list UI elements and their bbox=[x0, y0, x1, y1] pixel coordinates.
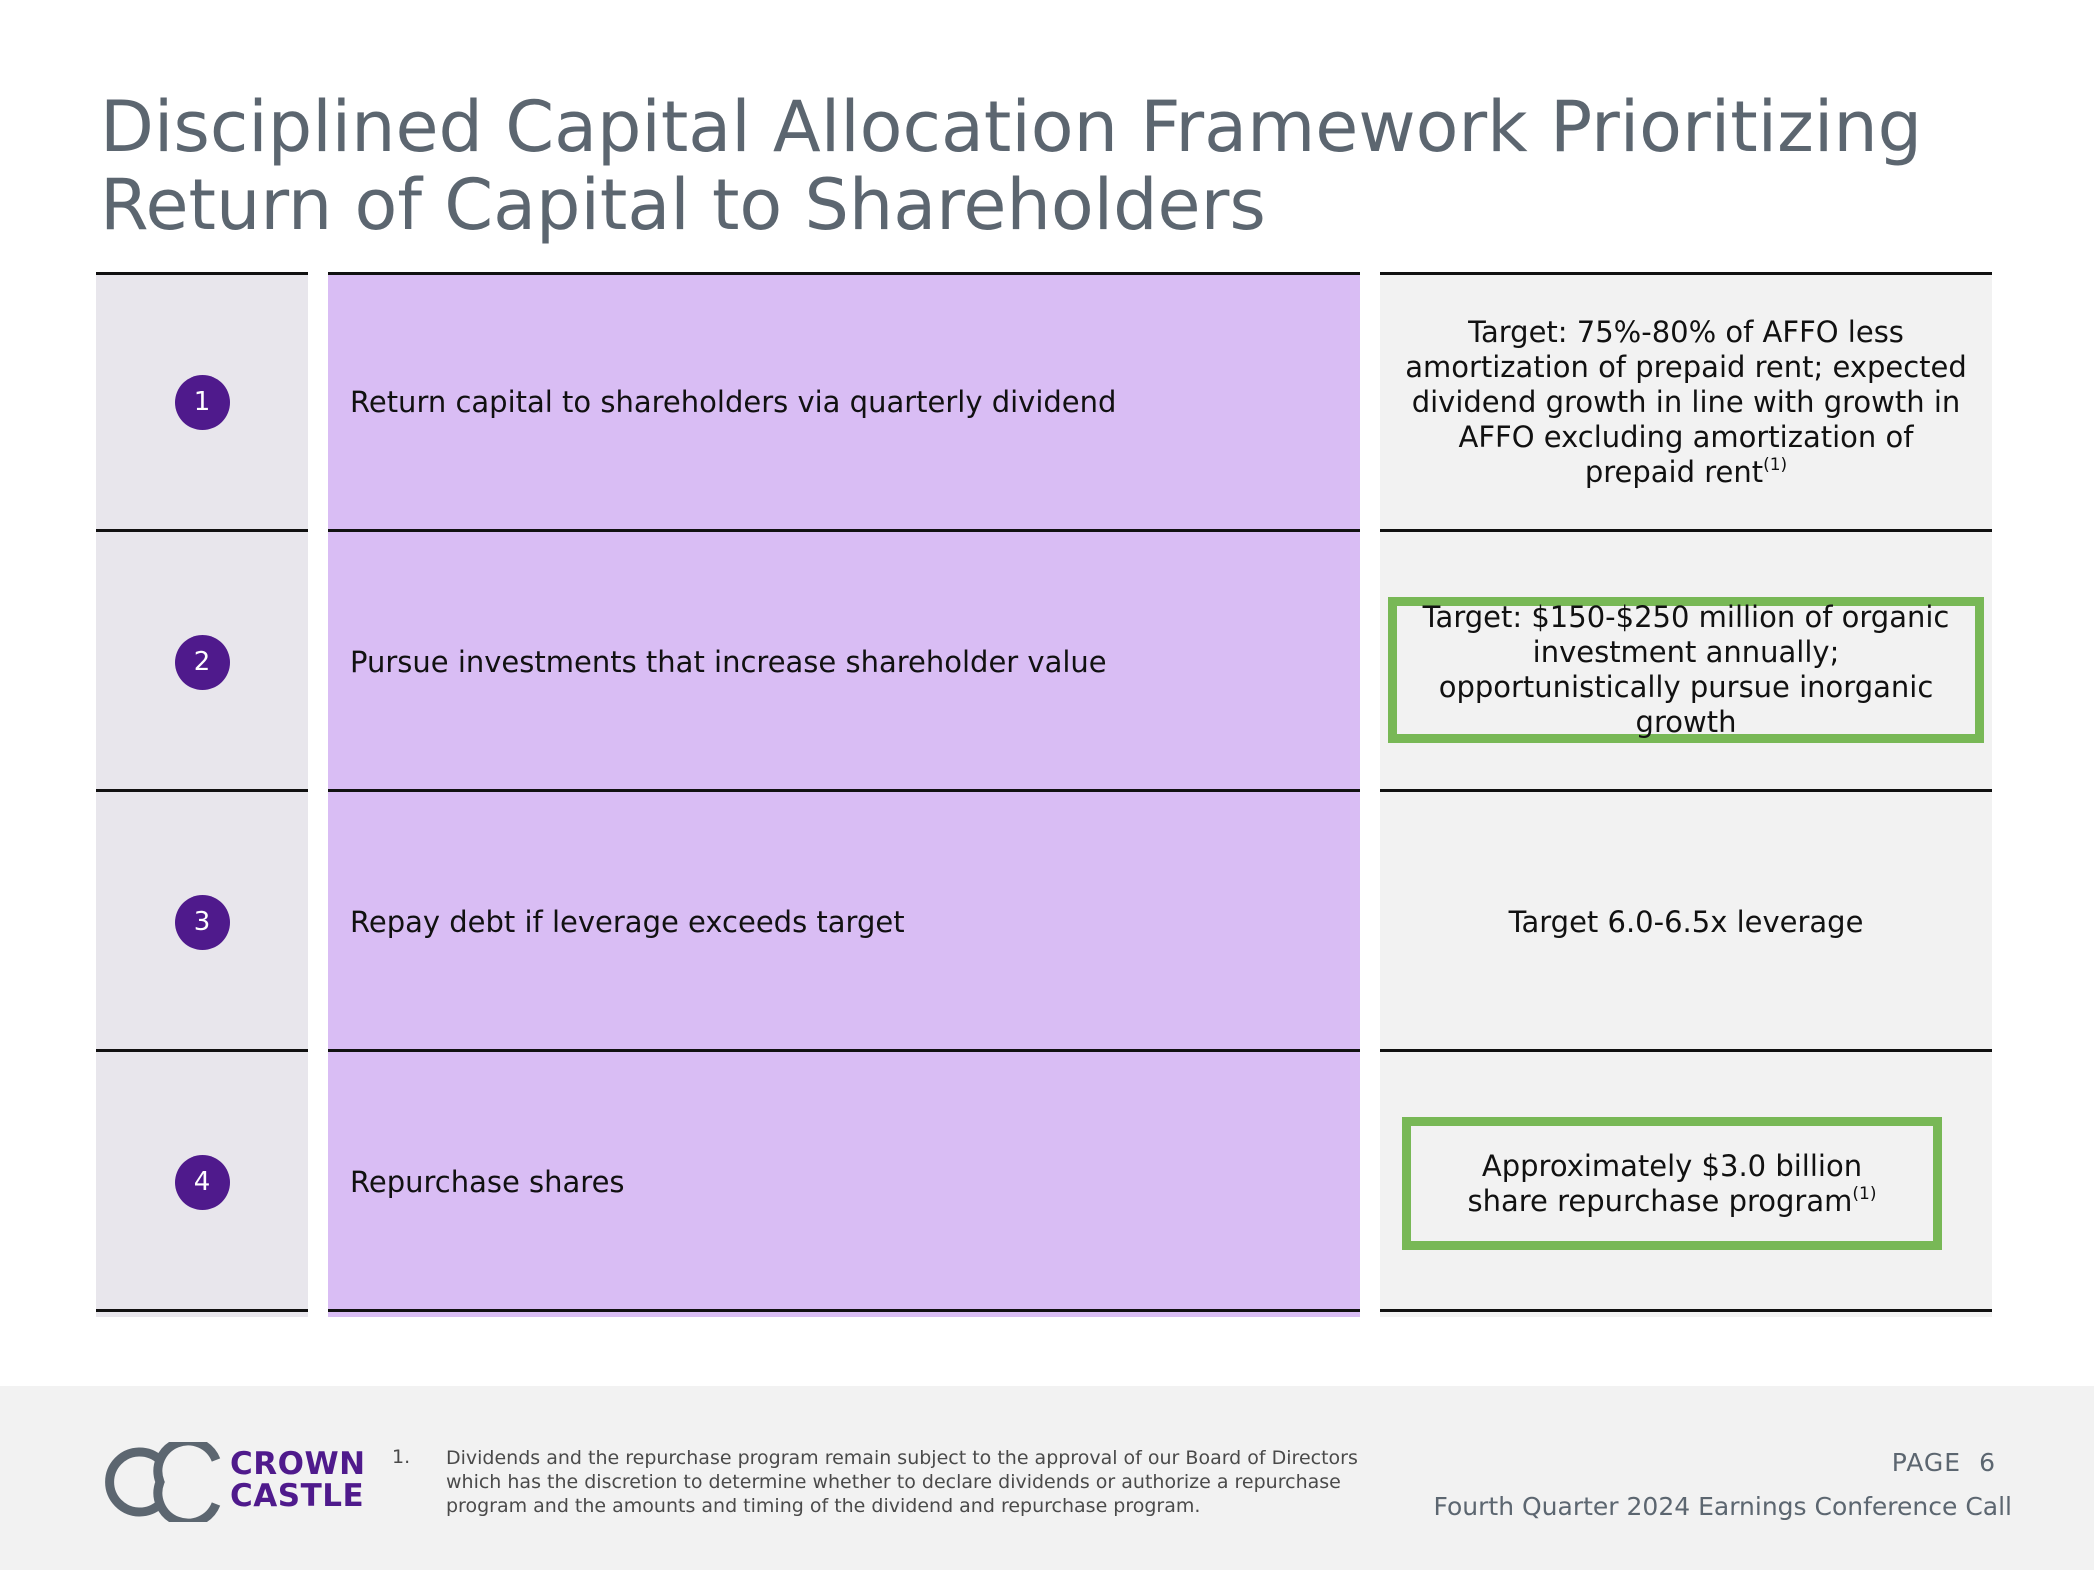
target-cell: Target: $150-$250 million of organic inv… bbox=[1380, 535, 1992, 792]
priority-number-badge: 4 bbox=[174, 1154, 230, 1210]
priority-number-badge: 3 bbox=[174, 894, 230, 950]
highlight-box: Approximately $3.0 billion share repurch… bbox=[1402, 1117, 1942, 1250]
priority-cell: Repay debt if leverage exceeds target bbox=[328, 795, 1360, 1052]
priority-text: Pursue investments that increase shareho… bbox=[350, 645, 1107, 679]
footnote-marker: (1) bbox=[1763, 454, 1788, 475]
crown-castle-logo-icon bbox=[105, 1442, 221, 1522]
footnote-number: 1. bbox=[392, 1446, 411, 1468]
event-name: Fourth Quarter 2024 Earnings Conference … bbox=[1433, 1492, 2012, 1521]
priority-text: Repurchase shares bbox=[350, 1165, 625, 1199]
logo-word-line-1: CROWN bbox=[230, 1446, 366, 1482]
footnote-marker: (1) bbox=[1852, 1183, 1877, 1204]
number-cell: 2 bbox=[96, 535, 308, 792]
target-text-body: Target: 75%-80% of AFFO less amortizatio… bbox=[1405, 314, 1967, 489]
target-text: Target 6.0-6.5x leverage bbox=[1487, 905, 1886, 940]
page-label: PAGE bbox=[1891, 1448, 1962, 1477]
priority-text: Repay debt if leverage exceeds target bbox=[350, 905, 905, 939]
target-cell: Target 6.0-6.5x leverage bbox=[1380, 795, 1992, 1052]
number-cell: 3 bbox=[96, 795, 308, 1052]
priority-cell: Pursue investments that increase shareho… bbox=[328, 535, 1360, 792]
priority-cell: Repurchase shares bbox=[328, 1055, 1360, 1312]
logo-wordmark: CROWN CASTLE bbox=[230, 1448, 366, 1512]
number-cell: 4 bbox=[96, 1055, 308, 1312]
target-text-body: Target 6.0-6.5x leverage bbox=[1508, 904, 1864, 939]
target-text: Approximately $3.0 billion share repurch… bbox=[1411, 1149, 1933, 1219]
priority-cell: Return capital to shareholders via quart… bbox=[328, 275, 1360, 532]
page-title-line-1: Disciplined Capital Allocation Framework… bbox=[100, 86, 1923, 168]
number-cell: 1 bbox=[96, 275, 308, 532]
priority-description-column: Return capital to shareholders via quart… bbox=[328, 272, 1360, 1317]
page-number: 6 bbox=[1979, 1448, 1996, 1477]
page-title: Disciplined Capital Allocation Framework… bbox=[100, 88, 2000, 244]
priority-number-column: 1 2 3 4 bbox=[96, 272, 308, 1317]
page-indicator: PAGE 6 bbox=[1892, 1448, 1996, 1477]
priority-number-badge: 1 bbox=[174, 374, 230, 430]
priority-number-badge: 2 bbox=[174, 634, 230, 690]
priority-text: Return capital to shareholders via quart… bbox=[350, 385, 1117, 419]
footnote-text: Dividends and the repurchase program rem… bbox=[446, 1447, 1358, 1517]
target-text: Target: 75%-80% of AFFO less amortizatio… bbox=[1380, 315, 1992, 490]
company-logo: CROWN CASTLE bbox=[102, 1442, 365, 1522]
target-text-body: Approximately $3.0 billion share repurch… bbox=[1467, 1148, 1863, 1218]
highlight-box: Target: $150-$250 million of organic inv… bbox=[1388, 597, 1984, 743]
target-text: Target: $150-$250 million of organic inv… bbox=[1397, 600, 1975, 740]
target-cell: Target: 75%-80% of AFFO less amortizatio… bbox=[1380, 275, 1992, 532]
target-text-body: Target: $150-$250 million of organic inv… bbox=[1422, 600, 1950, 739]
logo-word-line-2: CASTLE bbox=[230, 1478, 365, 1514]
footer: CROWN CASTLE 1. Dividends and the repurc… bbox=[0, 1386, 2094, 1570]
target-column: Target: 75%-80% of AFFO less amortizatio… bbox=[1380, 272, 1992, 1317]
target-cell: Approximately $3.0 billion share repurch… bbox=[1380, 1055, 1992, 1312]
page-title-line-2: Return of Capital to Shareholders bbox=[100, 164, 1266, 246]
